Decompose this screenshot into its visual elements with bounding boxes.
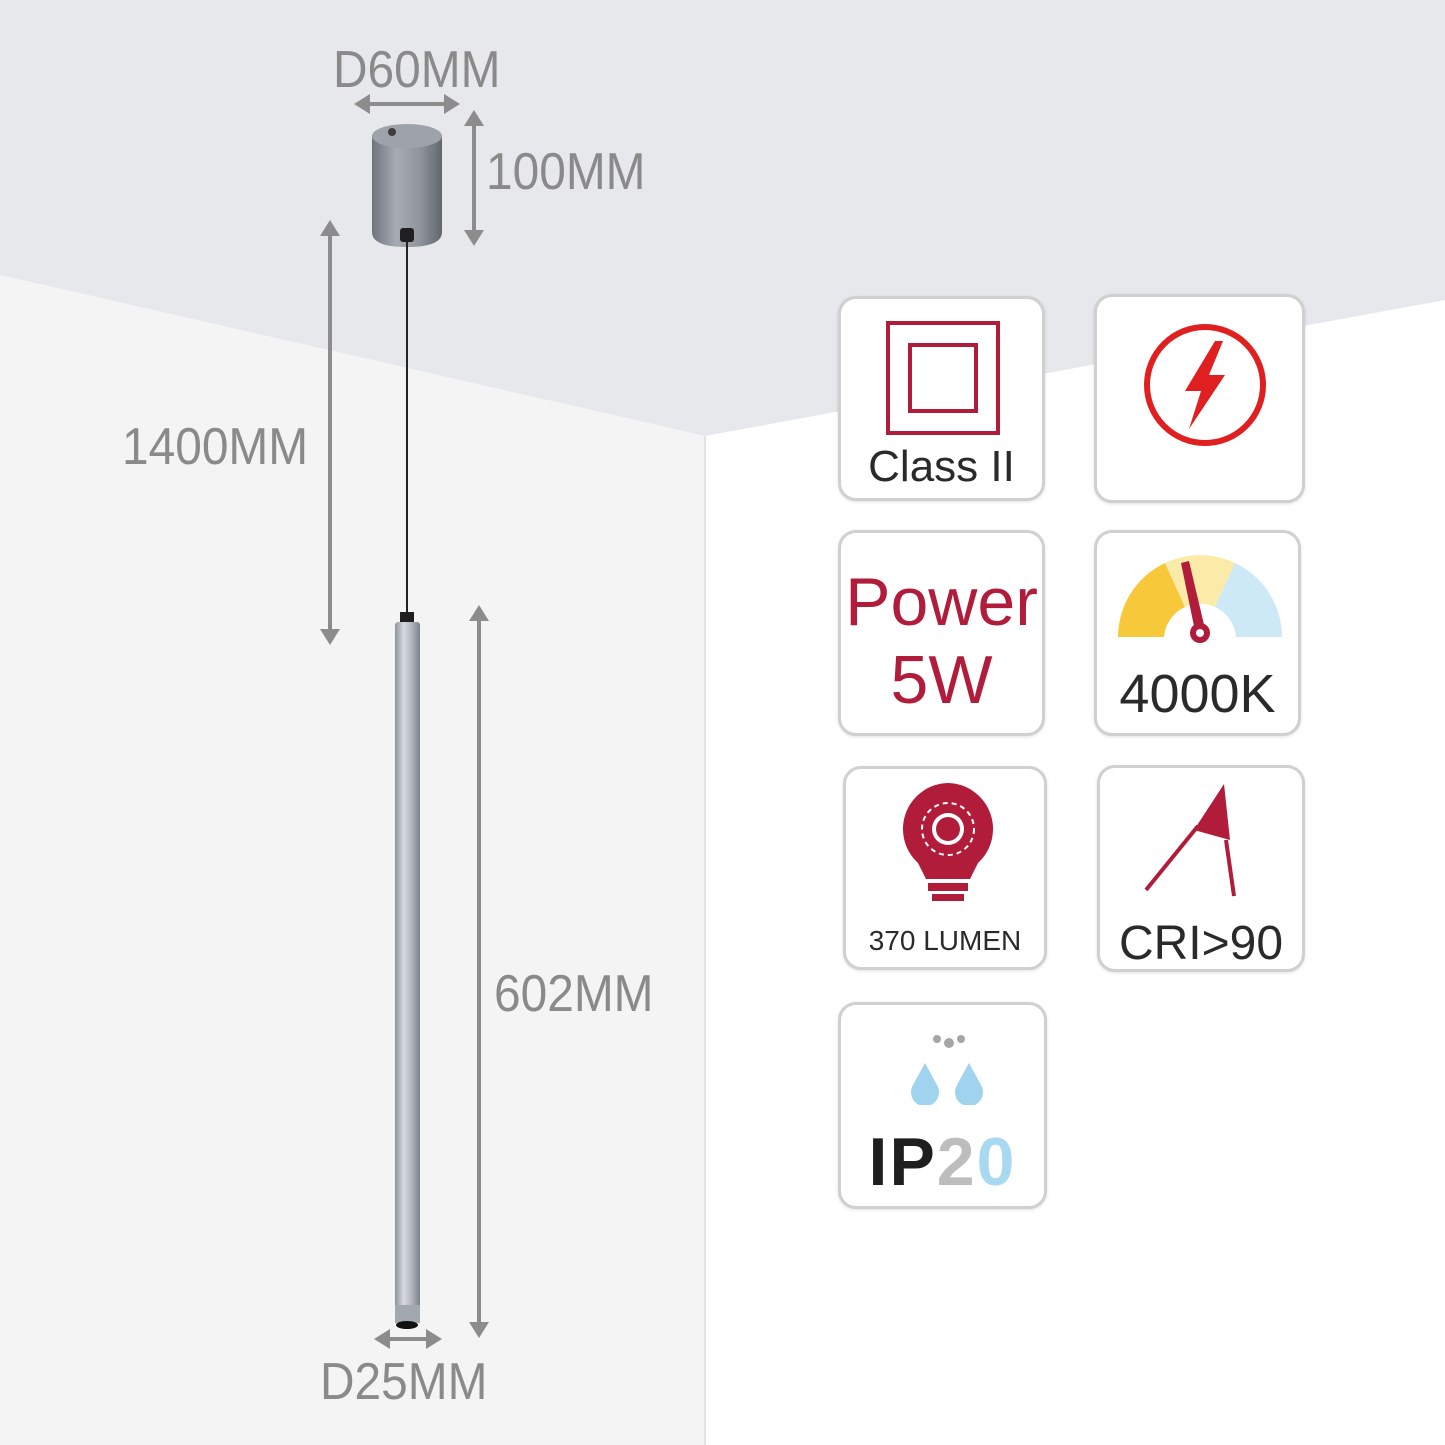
- cri-card: CRI>90: [1097, 765, 1305, 972]
- cri-label: CRI>90: [1118, 917, 1284, 970]
- canopy-height-arrow: [464, 110, 484, 246]
- class-ii-card: Class II: [838, 296, 1045, 501]
- lumen-bulb-icon: [902, 783, 994, 901]
- lumen-label: 370 LUMEN: [868, 925, 1022, 956]
- tube-diameter-label: D25MM: [320, 1353, 488, 1411]
- double-insulation-icon: [886, 321, 1000, 435]
- color-temperature-label: 4000K: [1119, 664, 1276, 724]
- canopy-width-arrow: [354, 94, 460, 114]
- tube-diameter-arrow: [374, 1329, 442, 1349]
- tube-length-arrow: [469, 605, 489, 1338]
- canopy-diameter-label: D60MM: [333, 41, 501, 99]
- ip-rating-label: IP20: [841, 1123, 1044, 1201]
- canopy-height-label: 100MM: [486, 143, 646, 201]
- lumen-card: 370 LUMEN: [843, 766, 1047, 970]
- cri-prism-icon: [1144, 784, 1236, 897]
- ip-rating-card: IP20: [838, 1002, 1047, 1209]
- ip-prefix: IP: [868, 1124, 937, 1200]
- ceiling-canopy: [372, 124, 442, 247]
- electric-hazard-icon: [1144, 324, 1266, 446]
- power-value: 5W: [890, 642, 993, 718]
- water-drops-icon: [911, 1035, 983, 1105]
- color-temperature-gauge-icon: [1118, 555, 1282, 643]
- electrical-hazard-card: [1094, 294, 1305, 503]
- cable-length-label: 1400MM: [122, 418, 309, 476]
- tube-length-label: 602MM: [494, 965, 654, 1023]
- power-card: Power 5W: [838, 530, 1045, 736]
- ip-number-2: 2: [936, 1124, 977, 1200]
- power-title: Power: [845, 564, 1038, 640]
- class-label: Class II: [868, 442, 1015, 491]
- cable-length-arrow: [320, 220, 340, 645]
- light-tube: [395, 612, 420, 1329]
- color-temperature-card: 4000K: [1094, 530, 1301, 736]
- ip-number: 0: [976, 1124, 1017, 1200]
